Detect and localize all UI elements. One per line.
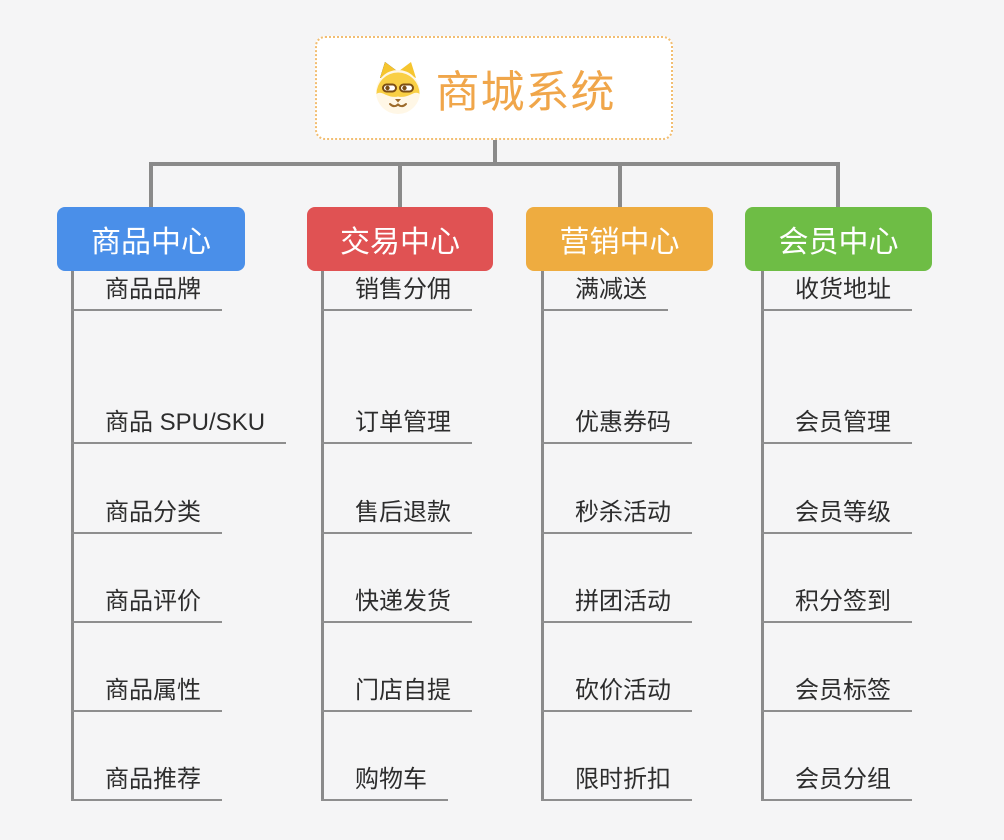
connector-drop-marketing-center (618, 162, 622, 207)
leaf-node[interactable]: 会员管理 (761, 404, 912, 444)
leaf-node[interactable]: 会员等级 (761, 494, 912, 534)
leaf-node[interactable]: 商品属性 (71, 672, 222, 712)
connector-trunk-marketing-center (541, 271, 544, 800)
connector-drop-product-center (149, 162, 153, 207)
leaf-node[interactable]: 商品推荐 (71, 761, 222, 801)
leaf-node[interactable]: 商品 SPU/SKU (71, 404, 287, 444)
connector-drop-member-center (836, 162, 840, 207)
root-node-mall-system[interactable]: 商城系统 (315, 36, 673, 140)
leaf-node[interactable]: 满减送 (541, 271, 668, 311)
leaf-node[interactable]: 商品评价 (71, 583, 222, 623)
connector-trunk-product-center (71, 271, 74, 800)
leaf-node[interactable]: 砍价活动 (541, 672, 692, 712)
branch-node-trade-center[interactable]: 交易中心 (307, 207, 493, 271)
leaf-node[interactable]: 快递发货 (321, 583, 472, 623)
leaf-node[interactable]: 购物车 (321, 761, 448, 801)
branch-node-member-center[interactable]: 会员中心 (745, 207, 932, 271)
connector-drop-trade-center (398, 162, 402, 207)
connector-horizontal-rail (149, 162, 840, 166)
leaf-node[interactable]: 秒杀活动 (541, 494, 692, 534)
branch-node-product-center[interactable]: 商品中心 (57, 207, 245, 271)
leaf-node[interactable]: 销售分佣 (321, 271, 472, 311)
leaf-node[interactable]: 售后退款 (321, 494, 472, 534)
leaf-node[interactable]: 商品分类 (71, 494, 222, 534)
leaf-node[interactable]: 订单管理 (321, 404, 472, 444)
leaf-node[interactable]: 限时折扣 (541, 761, 692, 801)
leaf-node[interactable]: 会员标签 (761, 672, 912, 712)
root-title: 商城系统 (435, 68, 616, 117)
shiba-dog-icon (373, 61, 423, 115)
leaf-node[interactable]: 收货地址 (761, 271, 912, 311)
connector-trunk-member-center (761, 271, 764, 800)
leaf-node[interactable]: 积分签到 (761, 583, 912, 623)
connector-root-stub (493, 140, 497, 166)
leaf-node[interactable]: 拼团活动 (541, 583, 692, 623)
leaf-node[interactable]: 商品品牌 (71, 271, 222, 311)
leaf-node[interactable]: 门店自提 (321, 672, 472, 712)
leaf-node[interactable]: 优惠券码 (541, 404, 692, 444)
connector-trunk-trade-center (321, 271, 324, 800)
leaf-node[interactable]: 会员分组 (761, 761, 912, 801)
branch-node-marketing-center[interactable]: 营销中心 (526, 207, 713, 271)
